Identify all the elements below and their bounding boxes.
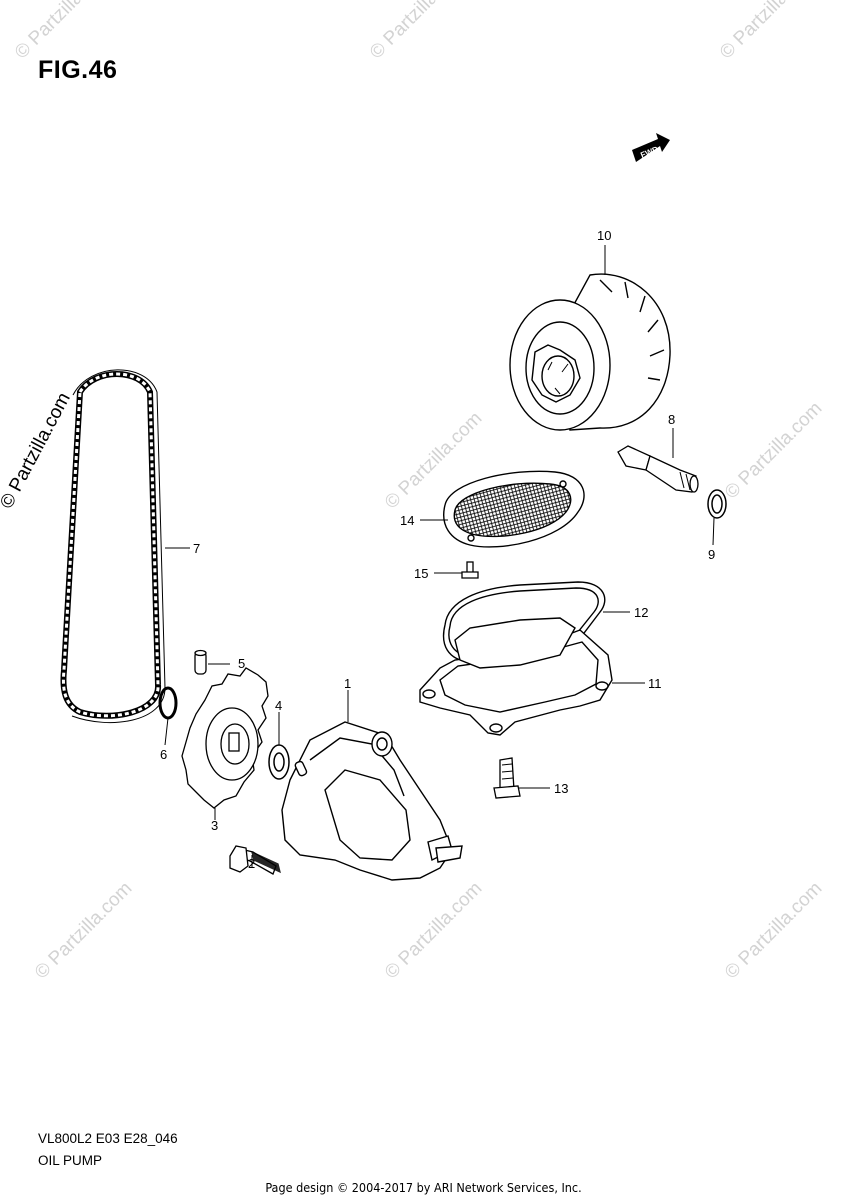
part-4-washer xyxy=(268,744,290,780)
part-15-screw xyxy=(461,561,479,579)
part-13-bolt xyxy=(493,757,521,799)
model-code: VL800L2 E03 E28_046 xyxy=(38,1131,178,1146)
part-6-circlip xyxy=(158,686,178,720)
part-10-oil-filter xyxy=(509,273,671,431)
part-5-pin xyxy=(194,649,207,675)
part-1-oil-pump xyxy=(281,721,463,881)
callout-9: 9 xyxy=(708,547,715,562)
leader-lines xyxy=(164,245,715,868)
fwd-arrow-icon: FWD xyxy=(632,133,670,162)
callout-5: 5 xyxy=(238,656,245,671)
part-14-oil-strainer xyxy=(443,470,585,548)
callout-14: 14 xyxy=(400,513,414,528)
page-credit: Page design © 2004-2017 by ARI Network S… xyxy=(265,1180,582,1195)
callout-3: 3 xyxy=(211,818,218,833)
callout-1: 1 xyxy=(344,676,351,691)
part-8-union-bolt xyxy=(617,445,699,493)
figure-title: FIG.46 xyxy=(38,56,118,84)
part-2-bolt xyxy=(229,845,281,875)
diagram-title: OIL PUMP xyxy=(38,1153,103,1168)
callout-10: 10 xyxy=(597,228,611,243)
callout-labels: 1 2 3 4 5 6 7 8 9 10 11 12 13 14 15 xyxy=(160,228,715,871)
callout-4: 4 xyxy=(275,698,282,713)
callout-15: 15 xyxy=(414,566,428,581)
part-11-oil-pan xyxy=(419,617,613,736)
callout-13: 13 xyxy=(554,781,568,796)
callout-8: 8 xyxy=(668,412,675,427)
callout-2: 2 xyxy=(248,856,255,871)
callout-6: 6 xyxy=(160,747,167,762)
part-3-sprocket xyxy=(181,667,269,809)
callout-12: 12 xyxy=(634,605,648,620)
callout-11: 11 xyxy=(648,676,662,691)
part-9-washer xyxy=(707,489,727,519)
callout-7: 7 xyxy=(193,541,200,556)
part-7-chain xyxy=(60,369,166,724)
